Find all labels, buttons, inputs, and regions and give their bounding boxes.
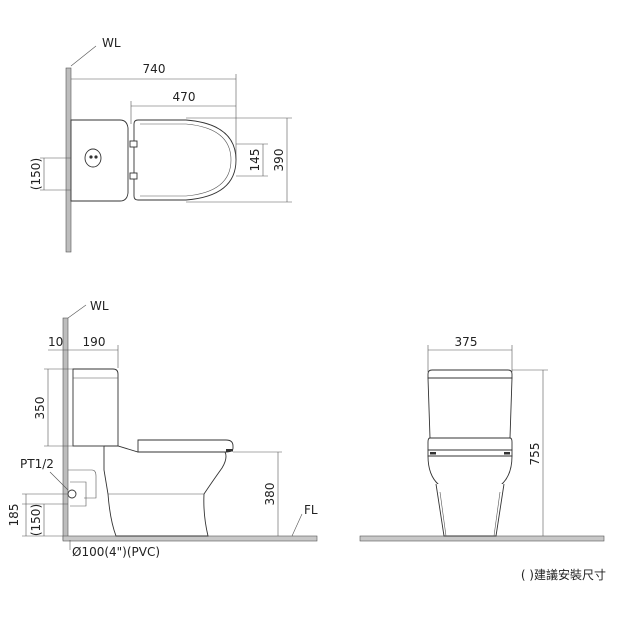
dim-145-text: 145 [248, 149, 262, 172]
top-wl-leader [70, 45, 97, 67]
top-wl-label: WL [102, 36, 121, 50]
dim-375-text: 375 [455, 335, 478, 349]
top-seat [133, 119, 237, 201]
front-pedestal-inner-right [493, 491, 501, 537]
front-seat-lid [427, 437, 513, 451]
dim-350-text: 350 [33, 397, 47, 420]
valve-leader [49, 471, 69, 491]
dim-390-text: 390 [272, 149, 286, 172]
side-seat-pad [226, 449, 233, 452]
fl-leader [291, 513, 303, 537]
top-seat-inner [140, 123, 232, 197]
drain-label: Ø100(4")(PVC) [72, 545, 160, 559]
side-bowl [103, 445, 227, 537]
front-view: 375 755 [359, 335, 605, 542]
top-wall [65, 67, 72, 253]
dim-190-text: 190 [83, 335, 106, 349]
front-floor [359, 535, 605, 542]
front-pedestal-inner-left [439, 491, 447, 537]
top-view: WL 740 470 145 390 (150) [29, 36, 292, 253]
dim-150-text: (150) [29, 158, 43, 190]
front-tank-lid [427, 369, 513, 379]
front-seat-pad-left [430, 452, 436, 455]
dim-470-text: 470 [173, 90, 196, 104]
dim-755-text: 755 [528, 443, 542, 466]
dim-150b-text: (150) [29, 504, 43, 536]
flush-button-dot-left [89, 155, 93, 159]
side-wl-label: WL [90, 299, 109, 313]
side-wall [62, 317, 69, 541]
flush-button-dot-right [94, 155, 98, 159]
angle-valve [67, 489, 77, 499]
side-trap-outline [68, 469, 97, 499]
front-pedestal [435, 483, 505, 537]
side-tank [72, 368, 119, 447]
hinge-bolt-lower [129, 172, 138, 180]
dim-10-text: 10 [48, 335, 63, 349]
floor-label: FL [304, 503, 318, 517]
side-valve-body [70, 481, 87, 507]
side-wl-leader [67, 304, 87, 319]
dim-380-text: 380 [263, 483, 277, 506]
hinge-bolt-upper [129, 140, 138, 148]
valve-label: PT1/2 [20, 457, 54, 471]
install-note: ( )建議安裝尺寸 [520, 568, 606, 582]
front-tank [427, 377, 513, 439]
side-floor [62, 535, 318, 542]
front-seat [427, 449, 513, 457]
side-seat [137, 439, 234, 453]
dim-740-text: 740 [143, 62, 166, 76]
front-seat-pad-right [504, 452, 510, 455]
dim-185-text: 185 [7, 504, 21, 527]
side-view: WL 10 190 PT1/2 350 380 [7, 299, 318, 559]
flush-button [84, 148, 102, 168]
